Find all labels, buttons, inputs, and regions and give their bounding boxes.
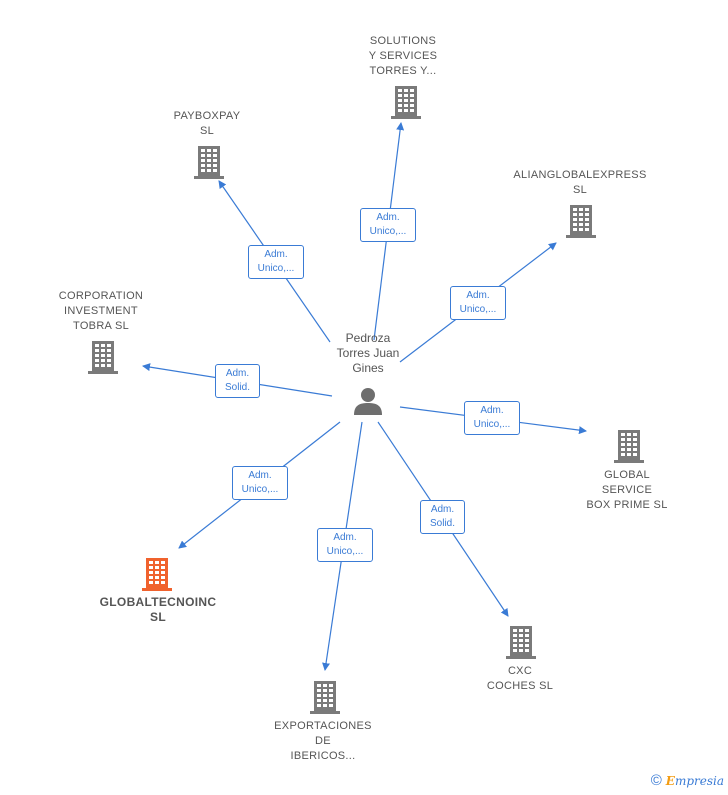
company-label-payboxpay[interactable]: PAYBOXPAY SL (173, 110, 241, 137)
building-icon-solutions[interactable] (391, 86, 421, 119)
company-label-alianglobal[interactable]: ALIANGLOBALEXPRESS SL (513, 169, 647, 196)
company-label-solutions[interactable]: SOLUTIONS Y SERVICES TORRES Y... (368, 35, 438, 77)
edge-role-cxc[interactable]: Adm. Solid. (420, 500, 465, 534)
building-icon-exportaciones[interactable] (310, 681, 340, 714)
person-name[interactable]: Pedroza Torres Juan Gines (336, 331, 400, 375)
footer-brand: © Empresia (651, 772, 724, 789)
edge-role-exportaciones[interactable]: Adm. Unico,... (317, 528, 373, 562)
edge-role-globaltecno[interactable]: Adm. Unico,... (232, 466, 288, 500)
company-label-globalservice[interactable]: GLOBAL SERVICE BOX PRIME SL (586, 469, 668, 511)
building-icon-alianglobal[interactable] (566, 205, 596, 238)
copyright-icon: © (650, 772, 662, 789)
edge-role-globalservice[interactable]: Adm. Unico,... (464, 401, 520, 435)
edge-role-solutions[interactable]: Adm. Unico,... (360, 208, 416, 242)
person-icon[interactable] (353, 386, 383, 421)
brand-logo: Empresia (665, 773, 724, 788)
building-icon-corporation[interactable] (88, 341, 118, 374)
building-icon-globalservice[interactable] (614, 430, 644, 463)
company-label-cxc[interactable]: CXC COCHES SL (486, 665, 554, 692)
edge-role-payboxpay[interactable]: Adm. Unico,... (248, 245, 304, 279)
company-label-exportaciones[interactable]: EXPORTACIONES DE IBERICOS... (274, 720, 372, 762)
edge-role-corporation[interactable]: Adm. Solid. (215, 364, 260, 398)
building-icon-globaltecno[interactable] (142, 558, 172, 591)
building-icon-cxc[interactable] (506, 626, 536, 659)
building-icon-payboxpay[interactable] (194, 146, 224, 179)
company-label-globaltecno[interactable]: GLOBALTECNOINC SL (99, 595, 217, 624)
edge-role-alianglobal[interactable]: Adm. Unico,... (450, 286, 506, 320)
company-label-corporation[interactable]: CORPORATION INVESTMENT TOBRA SL (58, 290, 144, 332)
